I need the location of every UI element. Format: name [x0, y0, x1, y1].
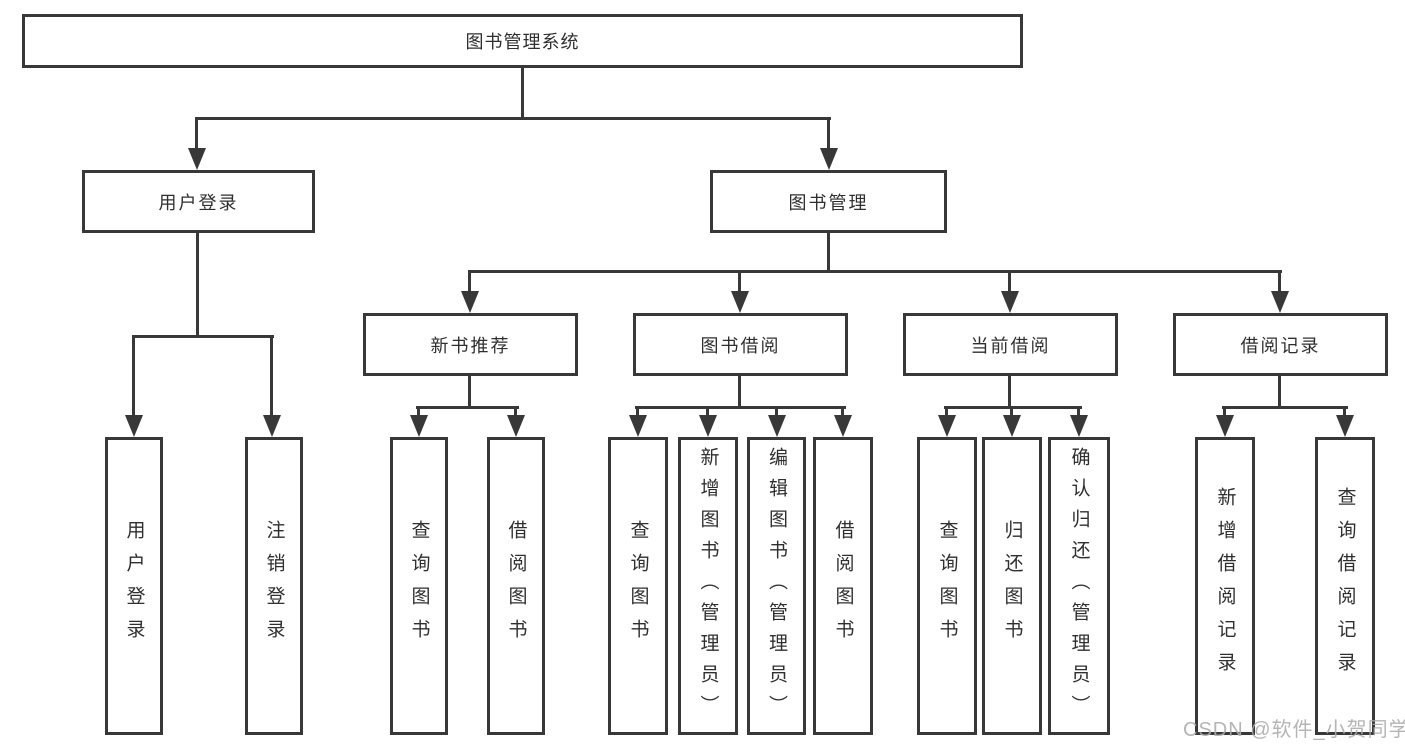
connector — [468, 376, 471, 408]
arrowhead — [1003, 415, 1021, 437]
arrowhead — [1216, 415, 1234, 437]
node-library-system-label: 图书管理系统 — [465, 32, 580, 52]
connector — [514, 406, 517, 418]
connector — [775, 406, 778, 418]
node-book-borrow-label: 图书借阅 — [700, 335, 781, 356]
connector — [1223, 406, 1226, 418]
leaf-borrow-borrow-books-label: 借阅图书 — [832, 520, 854, 652]
leaf-current-query-books: 查询图书 — [917, 437, 977, 735]
csdn-watermark: CSDN @软件_小贺同学 — [1183, 719, 1405, 741]
connector — [636, 406, 639, 418]
leaf-recommend-query-books-label: 查询图书 — [408, 520, 430, 652]
node-book-borrow: 图书借阅 — [633, 313, 848, 376]
connector — [635, 406, 846, 409]
node-book-management-label: 图书管理 — [788, 192, 869, 213]
leaf-recommend-borrow-books-label: 借阅图书 — [505, 520, 527, 652]
node-borrow-records-label: 借阅记录 — [1240, 335, 1321, 356]
connector — [417, 406, 420, 418]
connector — [195, 117, 831, 120]
arrowhead — [1271, 291, 1289, 313]
arrowhead — [507, 415, 525, 437]
connector — [706, 406, 709, 418]
leaf-borrow-edit-books-admin: 编辑图书（管理员） — [747, 437, 806, 735]
node-new-book-recommend-label: 新书推荐 — [430, 335, 511, 356]
connector — [1010, 406, 1013, 418]
leaf-records-query-record: 查询借阅记录 — [1315, 437, 1375, 735]
arrowhead — [1001, 291, 1019, 313]
leaf-recommend-borrow-books: 借阅图书 — [487, 437, 545, 735]
leaf-records-add-record-label: 新增借阅记录 — [1214, 487, 1236, 685]
leaf-borrow-add-books-admin: 新增图书（管理员） — [678, 437, 738, 735]
connector — [1008, 376, 1011, 408]
connector — [738, 270, 741, 295]
connector — [1278, 376, 1281, 408]
leaf-recommend-query-books: 查询图书 — [390, 437, 448, 735]
connector — [827, 117, 830, 153]
leaf-current-confirm-return-admin-label: 确认归还（管理员） — [1068, 446, 1090, 726]
leaf-borrow-edit-books-admin-label: 编辑图书（管理员） — [766, 446, 787, 726]
arrowhead — [125, 415, 143, 437]
connector — [195, 117, 198, 153]
node-current-borrow-label: 当前借阅 — [970, 335, 1051, 356]
connector — [468, 270, 1282, 273]
arrowhead — [699, 415, 717, 437]
leaf-logout: 注销登录 — [245, 437, 303, 735]
arrowhead — [410, 415, 428, 437]
leaf-borrow-query-books: 查询图书 — [608, 437, 668, 735]
connector — [1278, 270, 1281, 295]
arrowhead — [629, 415, 647, 437]
connector — [945, 406, 948, 418]
node-library-system: 图书管理系统 — [22, 14, 1023, 68]
leaf-current-return-books-label: 归还图书 — [1001, 520, 1023, 652]
leaf-user-login: 用户登录 — [105, 437, 163, 735]
arrowhead — [820, 148, 838, 170]
leaf-borrow-query-books-label: 查询图书 — [627, 520, 649, 652]
connector — [1343, 406, 1346, 418]
connector — [132, 335, 274, 338]
leaf-borrow-borrow-books: 借阅图书 — [813, 437, 873, 735]
connector — [416, 406, 519, 409]
arrowhead — [768, 415, 786, 437]
arrowhead — [461, 291, 479, 313]
connector — [132, 335, 135, 418]
leaf-logout-label: 注销登录 — [263, 520, 285, 652]
connector — [1077, 406, 1080, 418]
leaf-current-return-books: 归还图书 — [982, 437, 1042, 735]
leaf-records-add-record: 新增借阅记录 — [1195, 437, 1255, 735]
node-user-login-label: 用户登录 — [158, 192, 239, 213]
connector — [841, 406, 844, 418]
leaf-records-query-record-label: 查询借阅记录 — [1334, 487, 1356, 685]
connector — [1008, 270, 1011, 295]
arrowhead — [1336, 415, 1354, 437]
leaf-current-confirm-return-admin: 确认归还（管理员） — [1048, 437, 1110, 735]
connector — [468, 270, 471, 295]
connector — [1222, 406, 1348, 409]
arrowhead — [1070, 415, 1088, 437]
connector — [827, 233, 830, 272]
leaf-borrow-add-books-admin-label: 新增图书（管理员） — [697, 446, 719, 726]
leaf-user-login-label: 用户登录 — [123, 520, 145, 652]
node-borrow-records: 借阅记录 — [1173, 313, 1388, 376]
node-user-login: 用户登录 — [82, 170, 315, 233]
leaf-current-query-books-label: 查询图书 — [936, 520, 958, 652]
node-current-borrow: 当前借阅 — [903, 313, 1118, 376]
connector — [521, 68, 524, 120]
arrowhead — [834, 415, 852, 437]
connector — [196, 233, 199, 337]
node-book-management: 图书管理 — [710, 170, 947, 233]
connector — [944, 406, 1082, 409]
arrowhead — [938, 415, 956, 437]
node-new-book-recommend: 新书推荐 — [363, 313, 578, 376]
arrowhead — [731, 291, 749, 313]
arrowhead — [188, 148, 206, 170]
connector — [270, 335, 273, 418]
connector — [738, 376, 741, 408]
arrowhead — [263, 415, 281, 437]
